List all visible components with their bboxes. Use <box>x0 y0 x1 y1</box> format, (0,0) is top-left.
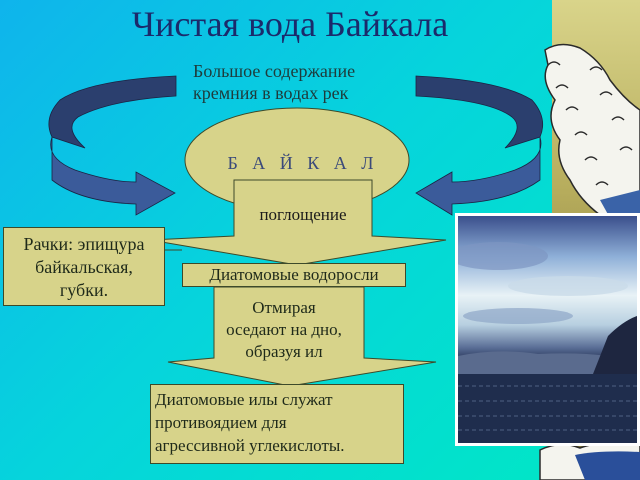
diatoms-box: Диатомовые водоросли <box>182 263 406 287</box>
absorption-label: поглощение <box>259 205 347 224</box>
crustaceans-box: Рачки: эпищура байкальская, губки. <box>3 227 165 306</box>
right-curved-arrow <box>415 75 544 216</box>
diatom-silt-box: Диатомовые илы служат противоядием для а… <box>150 384 404 464</box>
settle-down-arrow <box>167 286 437 387</box>
lake-landscape-icon <box>458 242 637 443</box>
absorb-down-arrow <box>149 179 447 266</box>
slide-title: Чистая вода Байкала <box>131 4 449 44</box>
baikal-lake-photo <box>455 213 640 446</box>
settling-label: Отмирая оседают на дно, образуя ил <box>226 298 342 361</box>
river-silicon-text: Большое содержание кремния в водах рек <box>193 61 356 103</box>
left-curved-arrow <box>48 75 177 216</box>
baikal-label: Б А Й К А Л <box>227 153 379 173</box>
